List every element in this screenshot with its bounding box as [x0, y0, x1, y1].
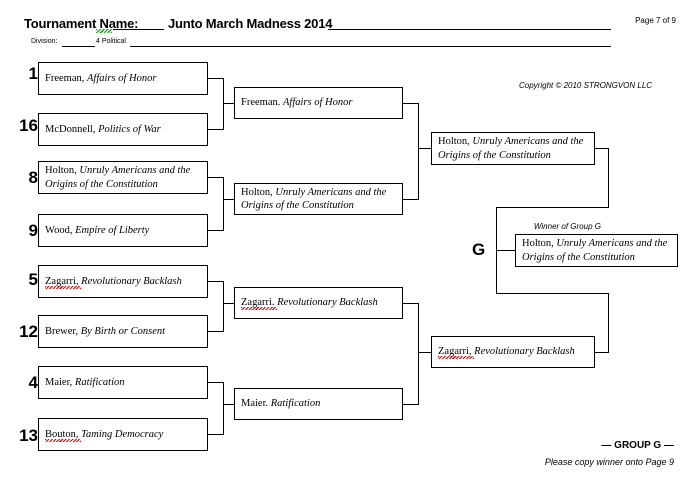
connector [223, 103, 234, 104]
connector [223, 303, 234, 304]
bracket-slot-r1-6[interactable]: Brewer, By Birth or Consent [38, 315, 208, 348]
connector [595, 352, 609, 353]
bracket-slot-r1-8[interactable]: Bouton, Taming Democracy [38, 418, 208, 451]
seed-number: 4 [28, 373, 38, 392]
connector [403, 199, 419, 200]
connector [608, 148, 609, 208]
connector [496, 250, 515, 251]
connector [208, 230, 224, 231]
division-rule-right [130, 46, 611, 47]
division-value: 4 Political [96, 38, 126, 45]
bracket-slot-r2-1[interactable]: Freeman. Affairs of Honor [234, 87, 403, 119]
connector [223, 382, 224, 435]
group-note: Please copy winner onto Page 9 [544, 457, 674, 467]
seed-number: 12 [19, 322, 38, 341]
seed-number: 13 [19, 426, 38, 445]
slot-text-r3-1: Holton, Unruly Americans and the Origins… [438, 136, 584, 161]
bracket-slot-r1-3[interactable]: Holton, Unruly Americans and the Origins… [38, 161, 208, 194]
tournament-name-label: Tournament Name: [24, 16, 139, 31]
grammar-squiggle-icon [96, 29, 112, 33]
bracket-slot-r1-1[interactable]: Freeman, Affairs of Honor [38, 62, 208, 95]
seed-number: 8 [28, 168, 38, 187]
slot-text-r1-2: McDonnell, Politics of War [45, 123, 161, 135]
connector [403, 404, 419, 405]
connector [208, 331, 224, 332]
bracket-slot-r1-5[interactable]: Zagarri, Revolutionary Backlash [38, 265, 208, 298]
slot-text-r1-8: Bouton, Taming Democracy [45, 428, 164, 442]
connector [403, 303, 419, 304]
connector [418, 352, 431, 353]
connector [595, 148, 609, 149]
bracket-slot-r2-2[interactable]: Holton, Unruly Americans and the Origins… [234, 183, 403, 215]
connector [608, 293, 609, 353]
bracket-slot-r2-4[interactable]: Maier. Ratification [234, 388, 403, 420]
connector [223, 199, 234, 200]
connector [208, 382, 224, 383]
connector [208, 434, 224, 435]
slot-text-r2-1: Freeman. Affairs of Honor [241, 97, 353, 109]
tournament-name-rule-left [113, 29, 164, 30]
seed-number: 9 [28, 221, 38, 240]
connector [403, 103, 419, 104]
bracket-slot-winner[interactable]: Holton, Unruly Americans and the Origins… [515, 234, 678, 267]
division-label: Division: [31, 38, 58, 45]
tournament-name-rule-right [328, 29, 611, 30]
slot-text-r2-4: Maier. Ratification [241, 398, 321, 410]
connector [496, 293, 609, 294]
connector [223, 177, 224, 231]
connector [208, 129, 224, 130]
slot-text-winner: Holton, Unruly Americans and the Origins… [522, 238, 668, 263]
slot-text-r1-3: Holton, Unruly Americans and the Origins… [45, 165, 191, 190]
bracket-slot-r3-1[interactable]: Holton, Unruly Americans and the Origins… [431, 132, 595, 165]
seed-number: 1 [28, 64, 38, 83]
slot-text-r2-3: Zagarri. Revolutionary Backlash [241, 297, 378, 311]
connector [418, 303, 419, 405]
connector [223, 78, 224, 130]
connector [223, 281, 224, 332]
bracket-slot-r3-2[interactable]: Zagarri, Revolutionary Backlash [431, 336, 595, 368]
slot-text-r1-1: Freeman, Affairs of Honor [45, 72, 157, 84]
tournament-name-value: Junto March Madness 2014 [168, 16, 333, 31]
division-rule-left [62, 46, 95, 47]
seed-number: 16 [19, 116, 38, 135]
group-title: — GROUP G — [601, 440, 674, 451]
connector [223, 404, 234, 405]
slot-text-r2-2: Holton, Unruly Americans and the Origins… [241, 186, 387, 211]
bracket-slot-r1-4[interactable]: Wood, Empire of Liberty [38, 214, 208, 247]
connector [496, 207, 609, 208]
copyright-notice: Copyright © 2010 STRONGVON LLC [519, 81, 653, 90]
bracket-slot-r2-3[interactable]: Zagarri. Revolutionary Backlash [234, 287, 403, 319]
seed-number: 5 [28, 270, 38, 289]
winner-caption: Winner of Group G [533, 222, 601, 231]
slot-text-r3-2: Zagarri, Revolutionary Backlash [438, 346, 575, 360]
slot-text-r1-6: Brewer, By Birth or Consent [45, 325, 166, 337]
connector [208, 177, 224, 178]
connector [418, 148, 431, 149]
bracket-slot-r1-2[interactable]: McDonnell, Politics of War [38, 113, 208, 146]
slot-text-r1-5: Zagarri, Revolutionary Backlash [45, 275, 182, 289]
page-number: Page 7 of 9 [635, 16, 676, 25]
slot-text-r1-7: Maier, Ratification [45, 376, 125, 388]
bracket-slot-r1-7[interactable]: Maier, Ratification [38, 366, 208, 399]
connector [208, 78, 224, 79]
group-letter: G [472, 240, 486, 259]
slot-text-r1-4: Wood, Empire of Liberty [45, 224, 150, 236]
connector [208, 281, 224, 282]
connector [418, 103, 419, 200]
